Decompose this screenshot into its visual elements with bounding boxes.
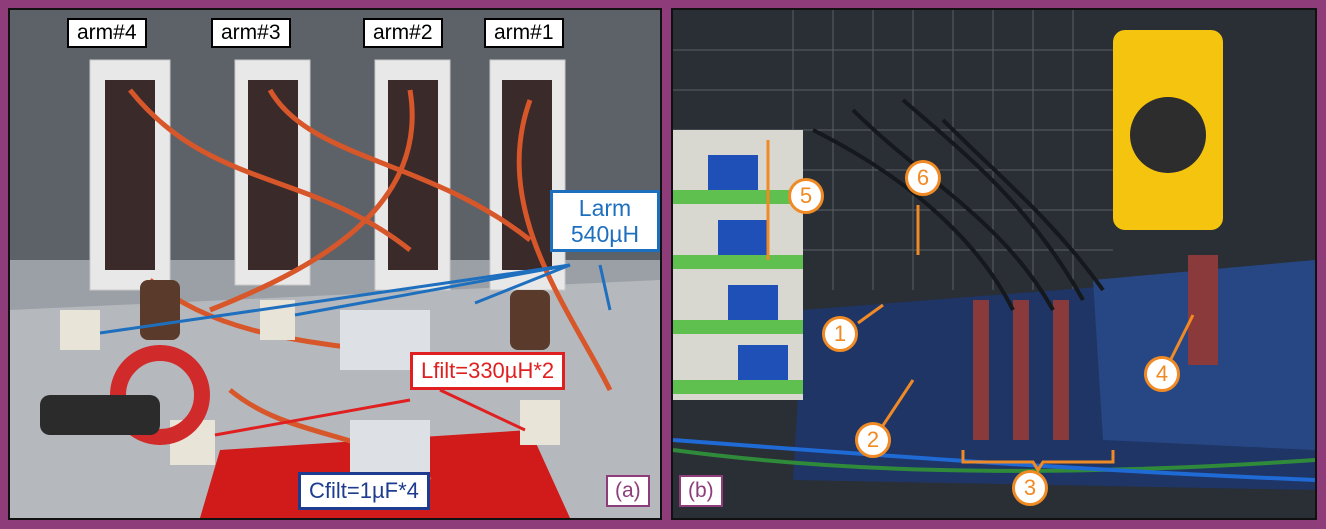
larm-label: Larm 540µH xyxy=(550,190,660,252)
panel-b-tag: (b) xyxy=(679,475,723,507)
marker-2: 2 xyxy=(855,422,891,458)
marker-1: 1 xyxy=(822,316,858,352)
panel-b-photo xyxy=(673,10,1315,518)
larm-label-line1: Larm xyxy=(578,195,632,221)
arm1-label: arm#1 xyxy=(484,18,564,48)
arm4-label: arm#4 xyxy=(67,18,147,48)
photo-panel-b: 1 2 3 4 5 6 (b) xyxy=(671,8,1317,520)
marker-4: 4 xyxy=(1144,356,1180,392)
arm3-label: arm#3 xyxy=(211,18,291,48)
panel-a-tag: (a) xyxy=(606,475,650,507)
larm-label-line2: 540µH xyxy=(570,221,640,247)
photo-panel-a: arm#4 arm#3 arm#2 arm#1 Larm 540µH Lfilt… xyxy=(8,8,662,520)
cfilt-label: Cfilt=1µF*4 xyxy=(298,472,430,510)
panel-a-photo xyxy=(10,10,660,518)
marker-5: 5 xyxy=(788,178,824,214)
arm2-label: arm#2 xyxy=(363,18,443,48)
marker-6: 6 xyxy=(905,160,941,196)
marker-3: 3 xyxy=(1012,470,1048,506)
lfilt-label: Lfilt=330µH*2 xyxy=(410,352,566,390)
